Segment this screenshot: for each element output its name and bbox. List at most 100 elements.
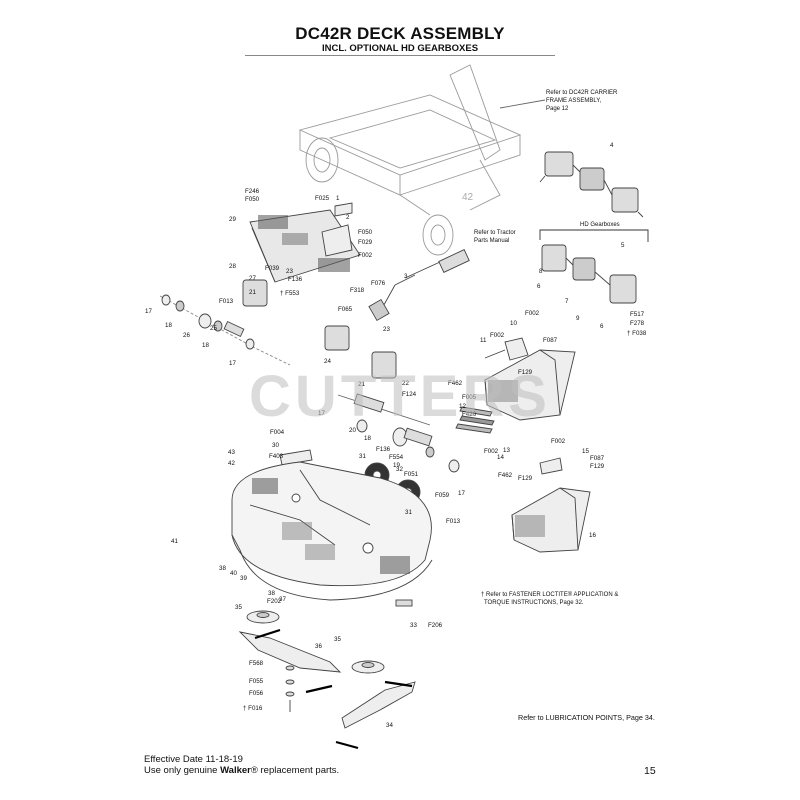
part-label-F426: F426 (462, 411, 477, 418)
part-number-labels: 1 2 3 4 5 6 6 7 8 9 10 11 12 13 14 15 16… (145, 142, 647, 729)
part-label-F403: F403 (269, 453, 284, 460)
svg-text:42: 42 (462, 192, 474, 203)
part-label-F129a: F129 (518, 369, 533, 376)
part-label-23a: 23 (286, 268, 293, 275)
part-label-F051: F051 (404, 471, 419, 478)
part-label-19: 19 (393, 462, 400, 469)
discharge-chute-9 (484, 349, 576, 421)
part-label-7: 7 (565, 298, 569, 305)
part-label-30: 30 (272, 442, 279, 449)
part-label-F059: F059 (435, 492, 450, 499)
watermark-text: CUTTERS (249, 366, 551, 426)
part-label-F136b: F136 (376, 446, 391, 453)
part-label-F278: F278 (630, 320, 645, 327)
loctite-ref-line2: TORQUE INSTRUCTIONS, Page 32. (484, 600, 584, 606)
part-label-F025: F025 (315, 195, 330, 202)
hd-gearbox-assembly (541, 244, 637, 304)
part-label-F087a: F087 (543, 337, 558, 344)
part-label-F462a: F462 (448, 380, 463, 387)
part-label-F517: F517 (630, 311, 645, 318)
part-label-F318: F318 (350, 287, 365, 294)
part-label-31b: 31 (405, 509, 412, 516)
part-label-22: 22 (402, 380, 409, 387)
part-label-F016: † F016 (243, 705, 263, 712)
part-label-F087b: F087 (590, 455, 605, 462)
part-label-F002e: F002 (551, 438, 566, 445)
part-label-3: 3 (404, 273, 408, 280)
part-label-F553: † F553 (280, 290, 300, 297)
part-label-F013b: F013 (446, 518, 461, 525)
loctite-ref-line1: † Refer to FASTENER LOCTITE® APPLICATION… (481, 591, 618, 598)
carrier-ref-line2: FRAME ASSEMBLY, (546, 98, 601, 104)
gearbox-assembly-4 (539, 151, 644, 218)
part-label-31a: 31 (359, 453, 366, 460)
blade-36 (238, 628, 342, 694)
hd-gearboxes-label: HD Gearboxes (580, 222, 620, 228)
part-label-6a: 6 (537, 283, 541, 290)
part-label-F050a: F050 (245, 196, 260, 203)
part-label-5: 5 (621, 242, 625, 249)
part-label-18c: 18 (364, 435, 371, 442)
part-label-18b: 18 (202, 342, 209, 349)
part-label-13: 13 (503, 447, 510, 454)
part-label-F005: F005 (462, 394, 477, 401)
watermark-logo: CUTTERS (249, 366, 551, 426)
part-label-F055: F055 (249, 678, 264, 685)
part-label-28: 28 (229, 263, 236, 270)
part-label-6b: 6 (600, 323, 604, 330)
part-label-26: 26 (183, 332, 190, 339)
part-label-33: 33 (410, 622, 417, 629)
callout-text: Refer to DC42R CARRIER FRAME ASSEMBLY, P… (474, 90, 620, 606)
part-label-12: 12 (459, 403, 466, 410)
belt-cover-29 (249, 209, 361, 283)
part-label-9: 9 (576, 315, 580, 322)
genuine-parts-prefix: Use only genuine (144, 765, 221, 776)
part-label-35b: 35 (334, 636, 341, 643)
part-label-F065: F065 (338, 306, 353, 313)
part-label-10: 10 (510, 320, 517, 327)
part-label-41: 41 (171, 538, 178, 545)
part-label-38a: 38 (219, 565, 226, 572)
part-label-15: 15 (582, 448, 589, 455)
part-label-F129b: F129 (590, 463, 605, 470)
carrier-ref-line3: Page 12 (546, 106, 569, 112)
part-label-F136a: F136 (288, 276, 303, 283)
part-label-4: 4 (610, 142, 614, 149)
part-label-F013a: F013 (219, 298, 234, 305)
part-label-17a: 17 (145, 308, 152, 315)
tractor-ref-line2: Parts Manual (474, 238, 509, 244)
part-label-F129c: F129 (518, 475, 533, 482)
part-label-29: 29 (229, 216, 236, 223)
mower-deck (231, 461, 433, 601)
carrier-frame-drawing: 42 (298, 64, 522, 256)
part-label-34: 34 (386, 722, 393, 729)
part-label-21b: 21 (358, 381, 365, 388)
genuine-parts-suffix: ® replacement parts. (250, 765, 340, 776)
part-label-32: 32 (396, 466, 403, 473)
part-label-24: 24 (324, 358, 331, 365)
lubrication-ref-note: Refer to LUBRICATION POINTS, Page 34. (518, 713, 655, 722)
title-rule (245, 55, 555, 56)
part-label-17b: 17 (229, 360, 236, 367)
part-label-23b: 23 (383, 326, 390, 333)
brand-name: Walker (220, 765, 251, 776)
part-label-43: 43 (228, 449, 235, 456)
part-label-25: 25 (210, 325, 217, 332)
blade-34 (335, 680, 416, 750)
part-label-F554: F554 (389, 454, 404, 461)
part-label-39: 39 (240, 575, 247, 582)
part-label-37: 37 (279, 596, 286, 603)
part-label-14: 14 (497, 454, 504, 461)
part-label-35a: 35 (235, 604, 242, 611)
part-label-F004: F004 (270, 429, 285, 436)
part-label-17d: 17 (458, 490, 465, 497)
part-label-18a: 18 (165, 322, 172, 329)
part-label-F002a: F002 (358, 252, 373, 259)
page-title: DC42R DECK ASSEMBLY (295, 24, 505, 43)
part-label-16: 16 (589, 532, 596, 539)
part-label-F076: F076 (371, 280, 386, 287)
part-label-F029: F029 (358, 239, 373, 246)
page-number: 15 (644, 765, 656, 777)
page-subtitle: INCL. OPTIONAL HD GEARBOXES (321, 43, 479, 54)
